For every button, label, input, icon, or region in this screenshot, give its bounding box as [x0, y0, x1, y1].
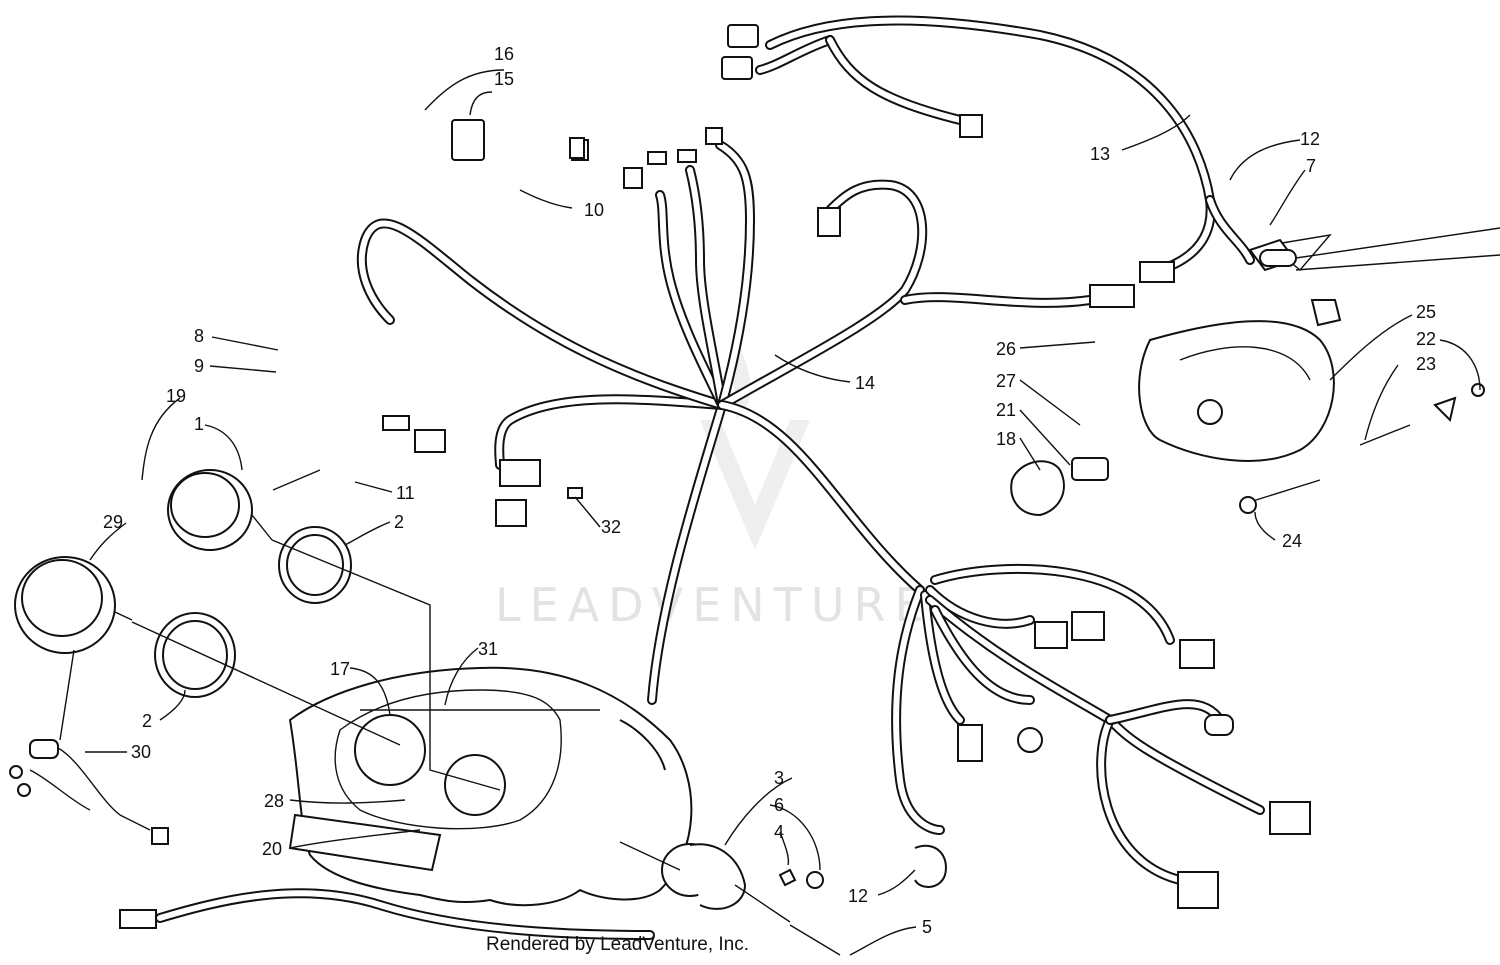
callout-label: 5: [922, 917, 932, 937]
callout-label: 9: [194, 356, 204, 376]
lamp-and-clips: [661, 227, 1500, 956]
callout-label: 13: [1090, 144, 1110, 164]
render-credit: Rendered by LeadVenture, Inc.: [486, 934, 750, 955]
callout-label: 18: [996, 429, 1016, 449]
callout-label: 1: [194, 414, 204, 434]
gauge-29: [14, 556, 133, 654]
leader-lines: [59, 69, 1481, 956]
callout-label: 12: [1300, 129, 1320, 149]
connectors: [119, 24, 1311, 929]
callout-label: 23: [1416, 354, 1436, 374]
callout-label: 14: [855, 373, 875, 393]
callout-label: 19: [166, 386, 186, 406]
tail-light-assembly: [1010, 299, 1485, 517]
watermark-text: LEADVENTURE: [495, 578, 933, 632]
callout-label: 29: [103, 512, 123, 532]
callout-label: 16: [494, 44, 514, 64]
callout-label: 31: [478, 639, 498, 659]
callout-label: 27: [996, 371, 1016, 391]
callout-label: 12: [848, 886, 868, 906]
callout-label: 30: [131, 742, 151, 762]
callout-label: 10: [584, 200, 604, 220]
callout-label: 32: [601, 517, 621, 537]
callout-label: 25: [1416, 302, 1436, 322]
callout-label: 8: [194, 326, 204, 346]
bezel-rings: [154, 526, 352, 698]
callout-label: 6: [774, 795, 784, 815]
callout-label: 24: [1282, 531, 1302, 551]
callout-label: 4: [774, 822, 784, 842]
callout-label: 26: [996, 339, 1016, 359]
instrument-pod: [288, 666, 693, 907]
callout-label: 21: [996, 400, 1016, 420]
alignment-lines: [131, 539, 681, 871]
callout-label: 2: [394, 512, 404, 532]
callout-label: 22: [1416, 329, 1436, 349]
callout-label: 28: [264, 791, 284, 811]
switch-harness: [9, 739, 655, 940]
callout-label: 20: [262, 839, 282, 859]
callout-label: 15: [494, 69, 514, 89]
callout-label: 7: [1306, 156, 1316, 176]
upper-harness: [755, 15, 1255, 275]
callout-labels: 16 15 10 13 12 7 8 9 19 1 11 2 32 14 26 …: [103, 44, 1436, 937]
callout-label: 17: [330, 659, 350, 679]
main-wiring-harness: [356, 140, 1265, 885]
callout-label: 2: [142, 711, 152, 731]
gauge-1: [167, 469, 273, 551]
callout-label: 3: [774, 768, 784, 788]
callout-label: 11: [396, 483, 415, 503]
